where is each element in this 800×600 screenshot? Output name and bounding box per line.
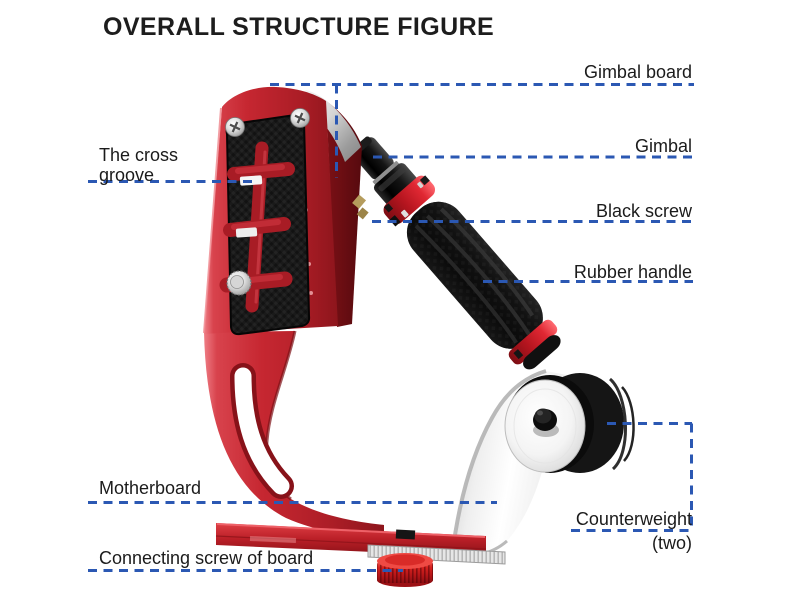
pad-screw xyxy=(225,117,245,137)
label-counterweight: Counterweight xyxy=(575,509,692,529)
label-counterweight-qty: (two) xyxy=(652,533,692,553)
motherboard-part xyxy=(204,330,384,537)
label-gimbal: Gimbal xyxy=(634,136,692,156)
connecting-screw-part xyxy=(377,553,433,587)
slide-screw xyxy=(226,270,252,296)
groove-highlight xyxy=(235,227,258,238)
gold-screw-detail xyxy=(352,194,367,209)
page-title: OVERALL STRUCTURE FIGURE xyxy=(103,13,495,41)
pad-screw xyxy=(290,108,310,128)
black-screw-ring-part xyxy=(383,175,436,224)
label-connecting-screw: Connecting screw of board xyxy=(99,548,314,568)
cross-groove-part xyxy=(219,141,295,313)
label-cross-groove: The cross groove xyxy=(99,145,179,186)
counterweight-part xyxy=(504,373,635,473)
gimbal-board-part xyxy=(203,86,369,336)
bottom-plate-part xyxy=(215,523,506,565)
label-motherboard: Motherboard xyxy=(99,478,202,498)
gimbal-handle-assembly xyxy=(352,136,561,370)
leader-lines xyxy=(88,83,694,572)
label-rubber-handle: Rubber handle xyxy=(573,262,692,282)
plate-silver-strip xyxy=(367,544,506,565)
label-black-screw: Black screw xyxy=(595,201,692,221)
label-gimbal-board: Gimbal board xyxy=(583,62,692,82)
